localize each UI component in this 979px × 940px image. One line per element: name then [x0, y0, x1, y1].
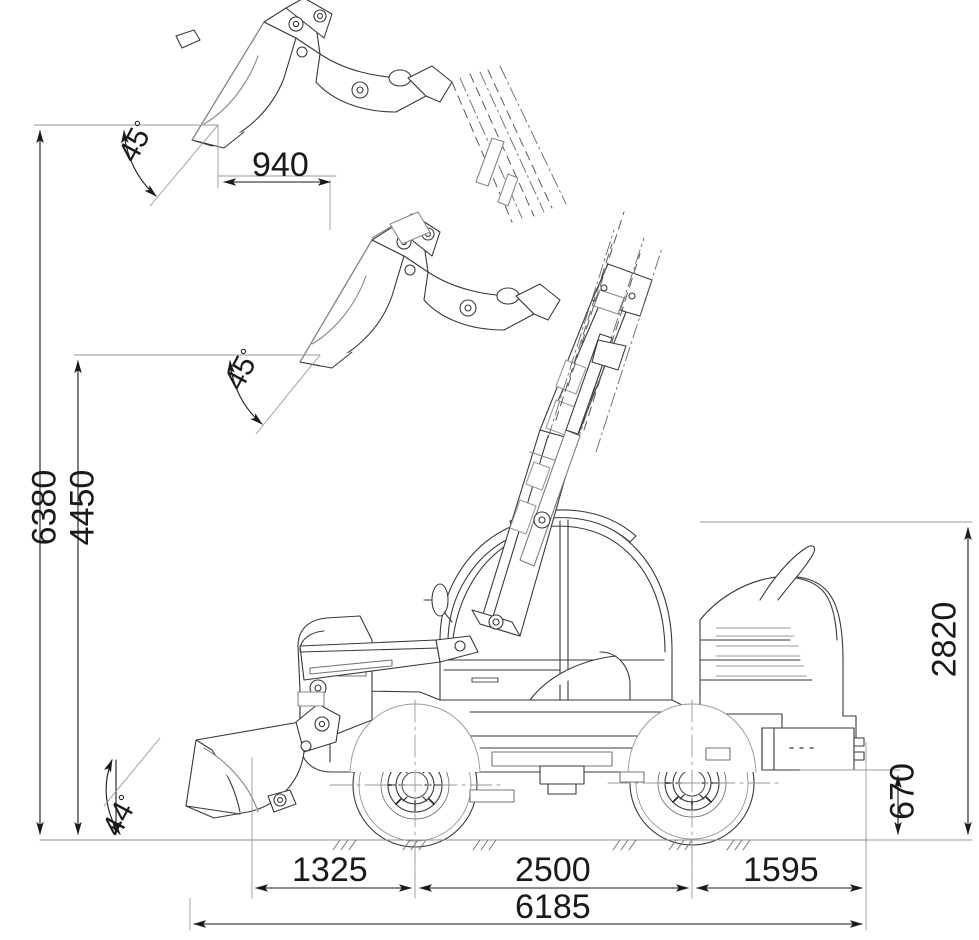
bucket-top-position	[175, 0, 453, 149]
dim-label-940: 940	[252, 146, 309, 184]
ground-hatching	[332, 839, 751, 851]
dim-label-1595: 1595	[743, 851, 819, 889]
dim-label-4450: 4450	[63, 469, 102, 546]
leader-44	[103, 737, 161, 807]
arc-44	[103, 758, 121, 835]
bucket-mid-position	[299, 211, 561, 369]
leader-45-top	[149, 124, 219, 207]
leader-45-mid	[255, 354, 321, 435]
arc-45-mid	[227, 359, 263, 425]
telescopic-boom	[471, 211, 663, 637]
angle-arcs	[103, 124, 321, 835]
dimension-lines	[36, 129, 972, 928]
front-bucket-ground	[185, 691, 341, 819]
dim-label-670: 670	[883, 763, 922, 820]
extension-lines	[33, 124, 973, 931]
machine-body	[175, 0, 865, 848]
dim-label-2500: 2500	[515, 851, 591, 889]
dim-label-2820: 2820	[925, 601, 964, 678]
dim-label-1325: 1325	[292, 851, 368, 889]
dim-label-6185: 6185	[515, 888, 591, 926]
arc-45-top	[121, 129, 157, 197]
dim-label-6380: 6380	[25, 469, 64, 546]
